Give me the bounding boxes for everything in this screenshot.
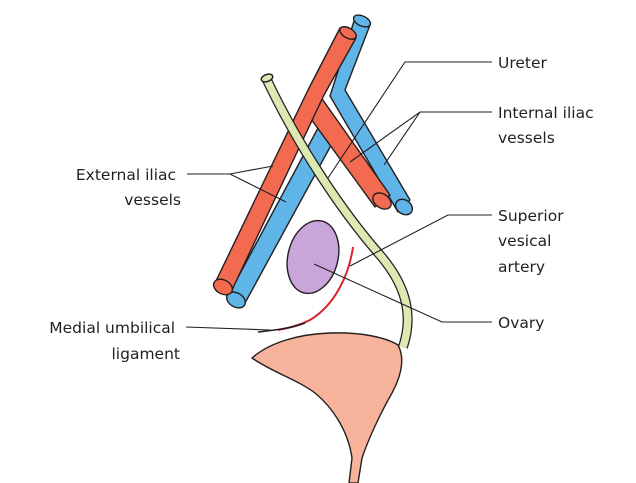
label-superior-vesical: Superior vesical artery: [498, 207, 569, 276]
label-ureter: Ureter: [498, 54, 548, 72]
label-external-iliac: External iliac vessels: [76, 166, 181, 209]
label-ovary: Ovary: [498, 314, 544, 332]
leader-external-iliac: [187, 166, 273, 174]
bladder: [252, 333, 402, 483]
label-medial-umbilical: Medial umbilical ligament: [49, 319, 180, 363]
leader-medial-umbilical: [186, 327, 270, 330]
leader-internal-iliac-2: [384, 112, 420, 165]
label-internal-iliac: Internal iliac vessels: [498, 104, 599, 147]
ovary: [280, 215, 346, 299]
